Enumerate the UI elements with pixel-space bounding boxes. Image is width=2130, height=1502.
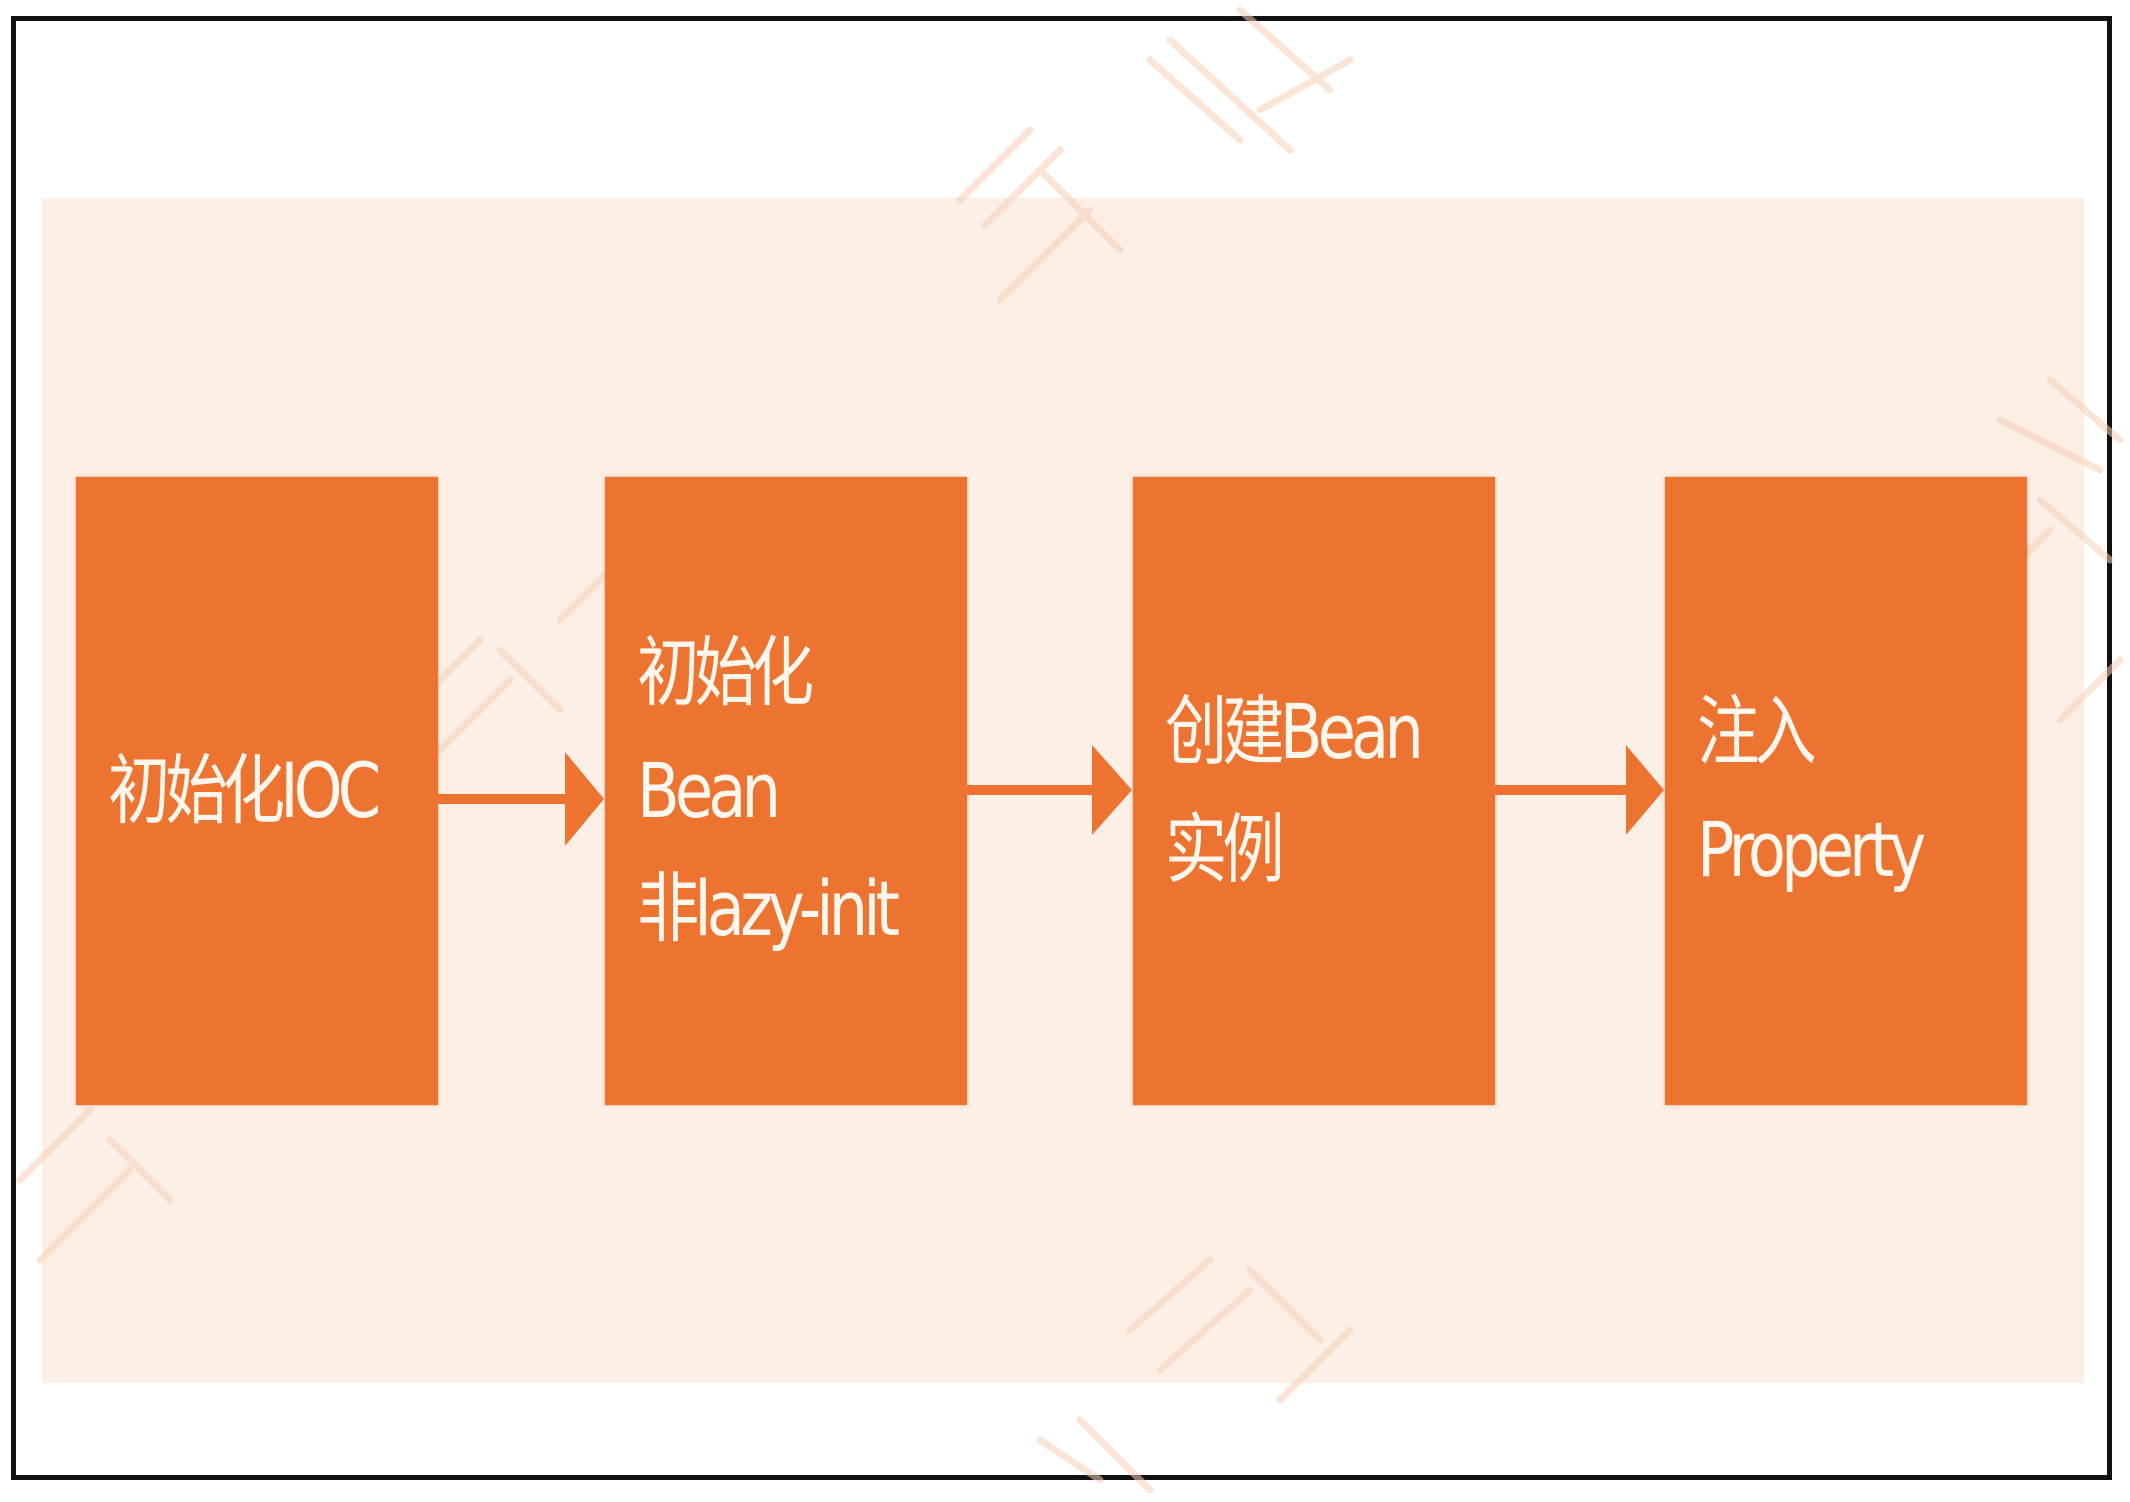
flow-node-create-bean-instance: 创建Bean实例 bbox=[1133, 477, 1495, 1105]
flow-node-inject-property: 注入Property bbox=[1665, 477, 2027, 1105]
flow-node-label: 初始化IOC bbox=[108, 746, 381, 836]
flow-node-label: 创建Bean实例 bbox=[1165, 687, 1424, 894]
flow-arrow-1 bbox=[438, 752, 604, 846]
flow-node-label: 注入Property bbox=[1697, 687, 1926, 894]
flow-node-init-ioc: 初始化IOC bbox=[76, 477, 438, 1105]
flow-node-label: 初始化Bean 非lazy-init bbox=[637, 628, 900, 953]
flow-arrow-3 bbox=[1495, 745, 1664, 835]
flow-node-init-bean: 初始化Bean 非lazy-init bbox=[605, 477, 967, 1105]
flow-arrow-2 bbox=[967, 745, 1132, 835]
